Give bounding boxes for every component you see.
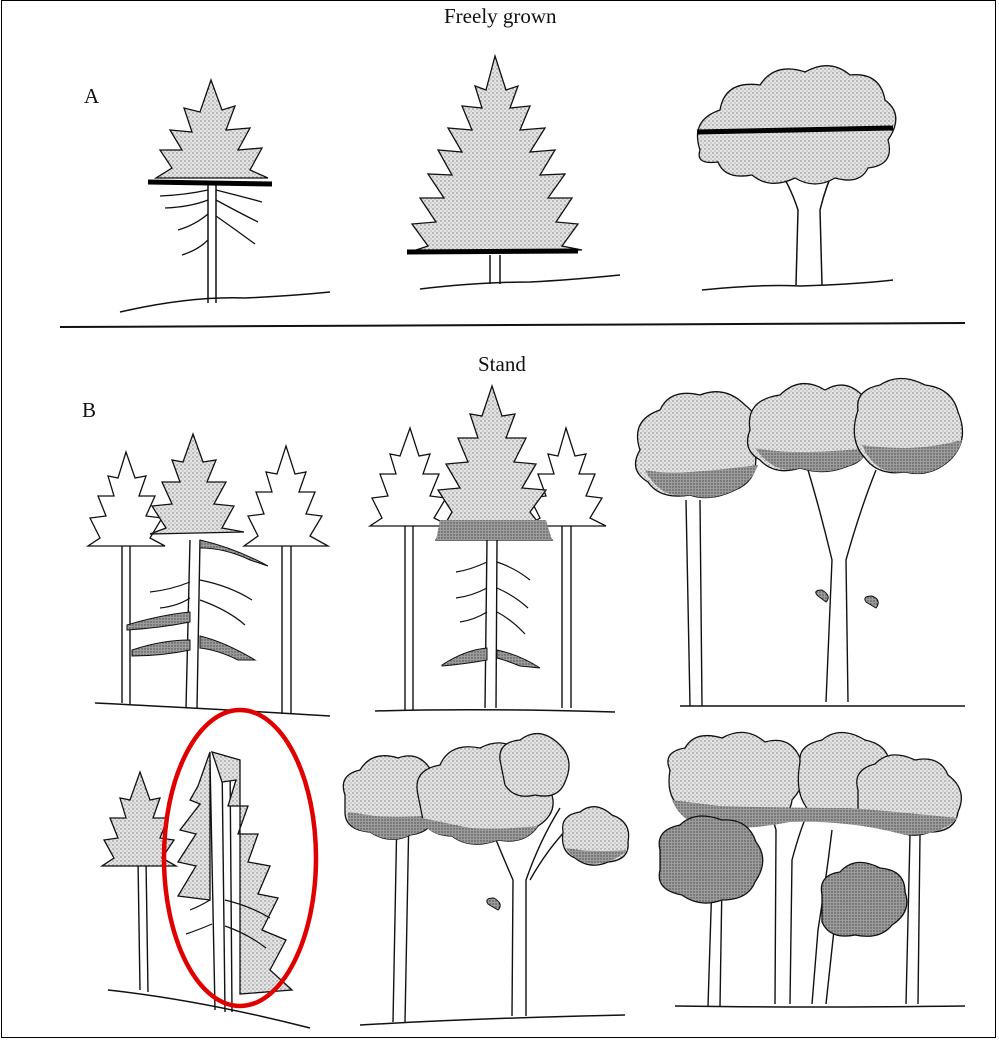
crown-base-line <box>148 182 272 184</box>
crown-base-line <box>407 251 578 252</box>
tree-a2-conifer <box>407 56 620 289</box>
ground-line <box>95 703 330 716</box>
ground-line <box>375 710 615 712</box>
stand-b6-broadleaf <box>659 732 965 1007</box>
stand-b2-conifers <box>370 386 615 712</box>
ground-line <box>360 1015 625 1025</box>
ground-line <box>420 275 620 289</box>
tree-a1-conifer <box>120 80 330 312</box>
ground-line <box>675 1006 965 1007</box>
stand-b3-broadleaf <box>636 379 966 707</box>
ground-line <box>702 280 893 290</box>
section-divider <box>60 323 965 327</box>
stand-b1-conifers <box>88 434 330 716</box>
ground-line <box>120 292 330 312</box>
stand-b5-broadleaf <box>343 734 628 1025</box>
tree-a3-broadleaf <box>697 66 896 290</box>
